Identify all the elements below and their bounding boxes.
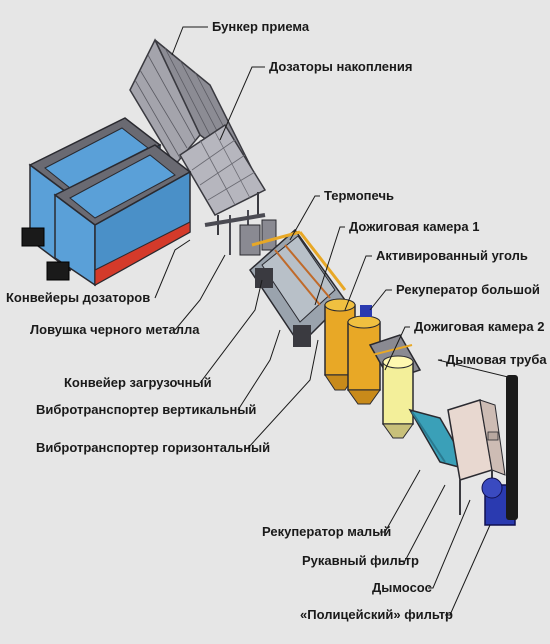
label-large-recuperator: Рекуператор большой [396,282,540,297]
label-doser-conveyors: Конвейеры дозаторов [6,290,150,305]
label-afterburning-chamber-1: Дожиговая камера 1 [349,219,479,234]
label-accumulation-dosers: Дозаторы накопления [269,59,412,74]
label-ferrous-metal-trap: Ловушка черного металла [30,322,199,337]
loading-conveyor [205,210,276,255]
label-afterburning-chamber-2: Дожиговая камера 2 [414,319,544,334]
label-smoke-exhauster: Дымосос [372,580,432,595]
chimney [506,375,518,520]
label-horizontal-vibro-transporter: Вибротранспортер горизонтальный [36,440,270,455]
label-loading-conveyor: Конвейер загрузочный [64,375,212,390]
label-vertical-vibro-transporter: Вибротранспортер вертикальный [36,402,256,417]
label-activated-carbon: Активированный уголь [376,248,528,263]
label-thermal-kiln: Термопечь [324,188,394,203]
label-police-filter: «Полицейский» фильтр [300,607,453,622]
label-bag-filter: Рукавный фильтр [302,553,419,568]
label-receiving-hopper: Бункер приема [212,19,309,34]
afterburning-chamber-2 [383,356,413,438]
label-chimney: Дымовая труба [446,352,547,367]
label-small-recuperator: Рекуператор малый [262,524,391,539]
